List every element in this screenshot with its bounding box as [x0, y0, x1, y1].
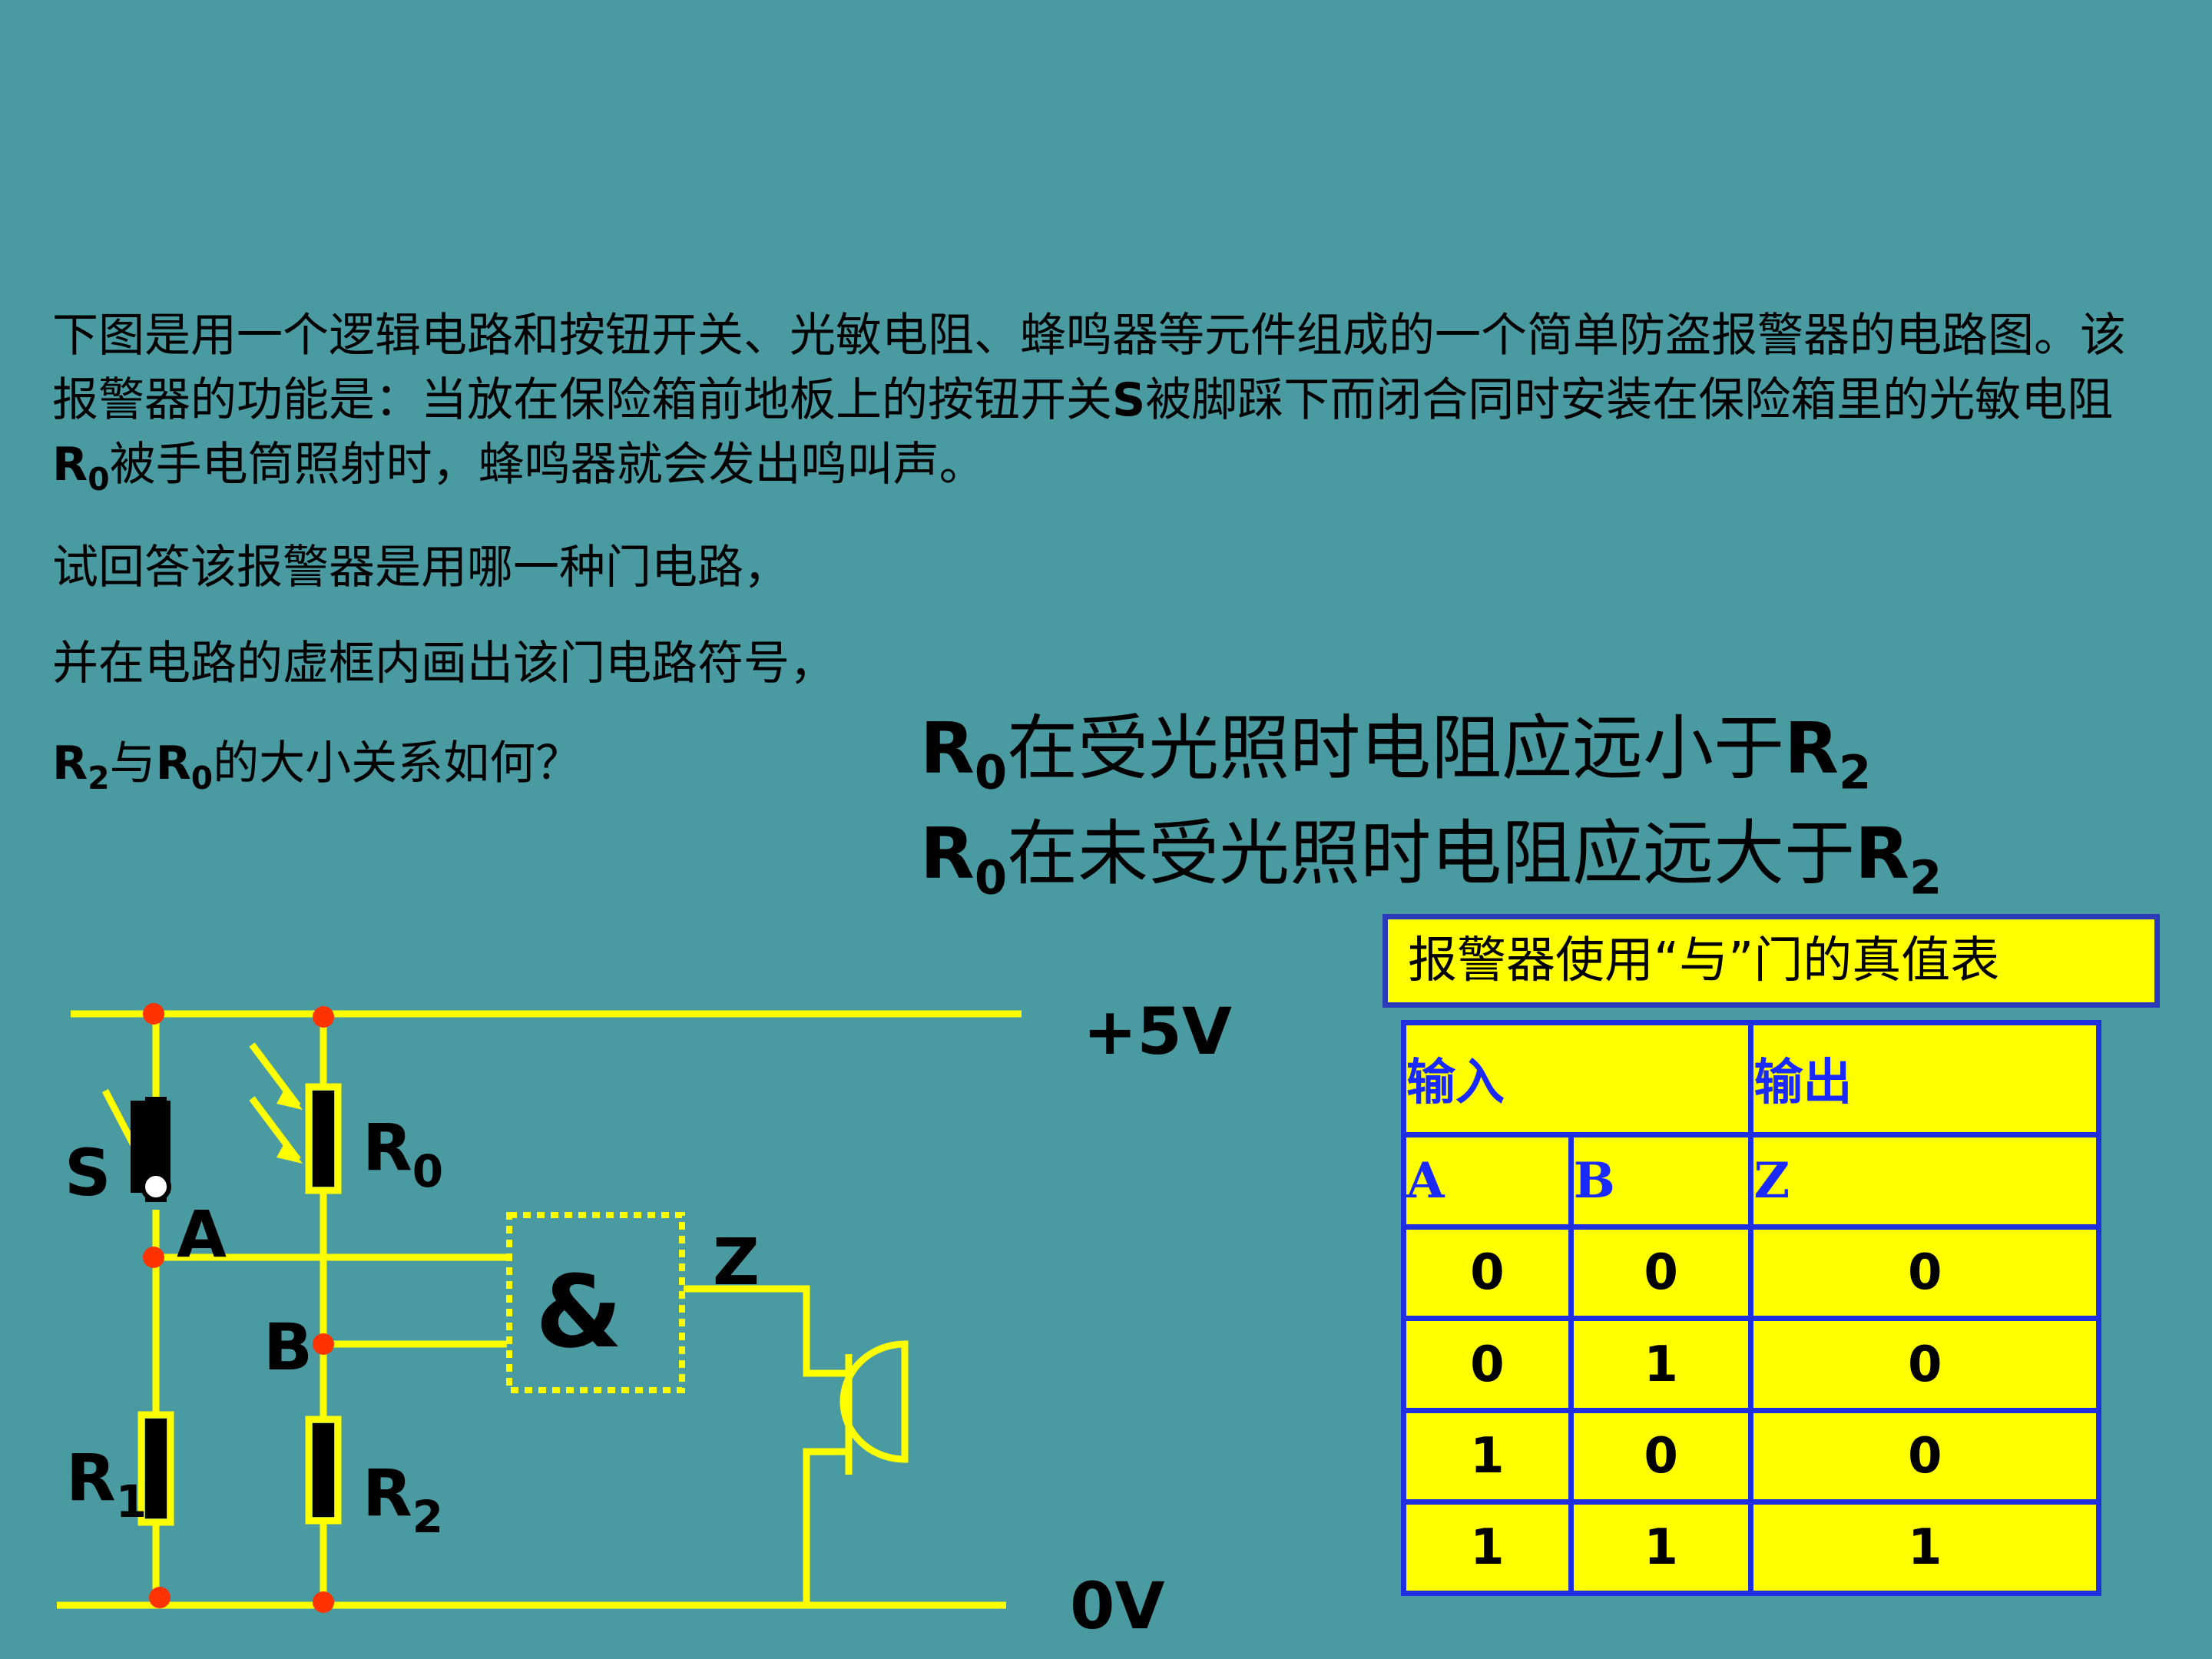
intro-text-3: 被手电筒照射时，蜂鸣器就会发出鸣叫声。	[109, 438, 985, 492]
gate-dashed-box	[506, 1212, 685, 1393]
q3-tail: 的大小关系如何？	[213, 737, 582, 790]
column-b: B	[1568, 1131, 1754, 1230]
answer-2-sub-b: 2	[1909, 851, 1942, 906]
r2-resistor	[305, 1416, 342, 1525]
r0-resistor-core	[313, 1091, 334, 1187]
answer-2: R0在未受光照时电阻应远大于R2	[920, 808, 1942, 925]
q3-r-b: R	[155, 737, 191, 790]
r2-letter: R	[363, 1455, 412, 1531]
answer-1-sub-a: 0	[974, 746, 1008, 800]
table-row: 输入 输出	[1400, 1020, 2101, 1137]
intro-switch-symbol: S	[1112, 373, 1146, 427]
answer-2-r-a: R	[920, 813, 975, 895]
column-a: A	[1401, 1131, 1574, 1230]
problem-statement: 下图是用一个逻辑电路和按钮开关、光敏电阻、蜂鸣器等元件组成的一个简单防盗报警器的…	[52, 303, 2141, 512]
cell-a: 1	[1401, 1498, 1574, 1597]
r0-photoresistor	[305, 1083, 342, 1194]
answer-2-text: 在未受光照时电阻应远大于	[1007, 813, 1856, 895]
r1-letter: R	[66, 1440, 116, 1515]
r0-subscript: 0	[412, 1145, 443, 1197]
answer-1-text: 在受光照时电阻应远小于	[1007, 707, 1785, 790]
intro-text-2: 被脚踩下而闭合同时安装在保险箱里的光敏电阻	[1145, 373, 2114, 427]
q3-sub-b: 0	[190, 760, 214, 797]
answer-2-r-b: R	[1855, 813, 1909, 895]
switch-contact-icon	[141, 1171, 171, 1202]
cell-b: 0	[1568, 1407, 1754, 1505]
r1-resistor	[137, 1411, 174, 1526]
cell-a: 1	[1401, 1407, 1574, 1505]
q3-sub-a: 2	[88, 760, 110, 797]
table-row: 0 1 0	[1401, 1316, 2101, 1413]
table-row: 1 1 1	[1401, 1498, 2101, 1597]
cell-b: 1	[1568, 1498, 1754, 1597]
node-b-dot	[313, 1333, 334, 1355]
header-output: 输出	[1748, 1020, 2101, 1137]
supply-label: +5V	[1083, 994, 1232, 1069]
ground-label: 0V	[1070, 1568, 1164, 1644]
truth-table-title: 报警器使用“与”门的真值表	[1382, 914, 2160, 1008]
table-row: A B Z	[1401, 1131, 2101, 1230]
answer-2-sub-a: 0	[974, 851, 1008, 906]
r2-subscript: 2	[412, 1491, 443, 1543]
node-dot	[149, 1587, 171, 1608]
question-2: 并在电路的虚框内画出该门电路符号，	[52, 637, 836, 690]
cell-a: 0	[1401, 1224, 1574, 1322]
answer-1: R0在受光照时电阻应远小于R2	[920, 703, 1871, 820]
question-3: R2与R0的大小关系如何？	[52, 731, 581, 810]
r2-resistor-core	[313, 1423, 334, 1517]
cell-z: 1	[1748, 1498, 2101, 1597]
node-a-dot	[143, 1247, 164, 1268]
r0-letter: R	[363, 1110, 412, 1185]
cell-a: 0	[1401, 1316, 1574, 1413]
and-gate-symbol: &	[535, 1253, 622, 1370]
node-dot	[313, 1591, 334, 1613]
table-row: 1 0 0	[1401, 1407, 2101, 1505]
node-b-label: B	[263, 1310, 313, 1385]
intro-resistor-symbol: R	[52, 438, 88, 492]
switch-label: S	[65, 1135, 111, 1210]
truth-table: 输入 输出 A B Z 0 0 0 0 1 0 1 0 0 1 1 1	[1400, 1020, 2101, 1597]
answer-1-r-b: R	[1784, 707, 1839, 790]
buzzer-icon	[839, 1340, 909, 1463]
r1-subscript: 1	[116, 1475, 147, 1528]
r1-lower-core	[145, 1419, 167, 1518]
r1-label: R1	[66, 1440, 147, 1528]
cell-z: 0	[1748, 1407, 2101, 1505]
light-arrowhead-icon	[276, 1087, 303, 1164]
cell-z: 0	[1748, 1224, 2101, 1322]
node-a-label: A	[177, 1197, 227, 1272]
cell-b: 0	[1568, 1224, 1754, 1322]
cell-b: 1	[1568, 1316, 1754, 1413]
question-1: 试回答该报警器是用哪一种门电路，	[52, 541, 790, 594]
r0-label: R0	[363, 1110, 443, 1197]
q3-r-a: R	[52, 737, 88, 790]
table-row: 0 0 0	[1401, 1224, 2101, 1322]
cell-z: 0	[1748, 1316, 2101, 1413]
output-label: Z	[713, 1224, 760, 1300]
intro-resistor-subscript: 0	[88, 461, 110, 498]
intro-text-1: 下图是用一个逻辑电路和按钮开关、光敏电阻、蜂鸣器等元件组成的一个简单防盗报警器的…	[52, 309, 2126, 427]
column-z: Z	[1748, 1131, 2101, 1230]
node-dot	[313, 1006, 334, 1028]
answer-1-sub-b: 2	[1838, 746, 1872, 800]
answer-1-r-a: R	[920, 707, 975, 790]
output-z-wire	[684, 1285, 849, 1377]
node-dot	[143, 1003, 164, 1025]
header-input: 输入	[1400, 1020, 1754, 1137]
r2-label: R2	[363, 1455, 443, 1543]
buzzer-return-wire	[803, 1448, 849, 1605]
q3-mid: 与	[109, 737, 156, 790]
